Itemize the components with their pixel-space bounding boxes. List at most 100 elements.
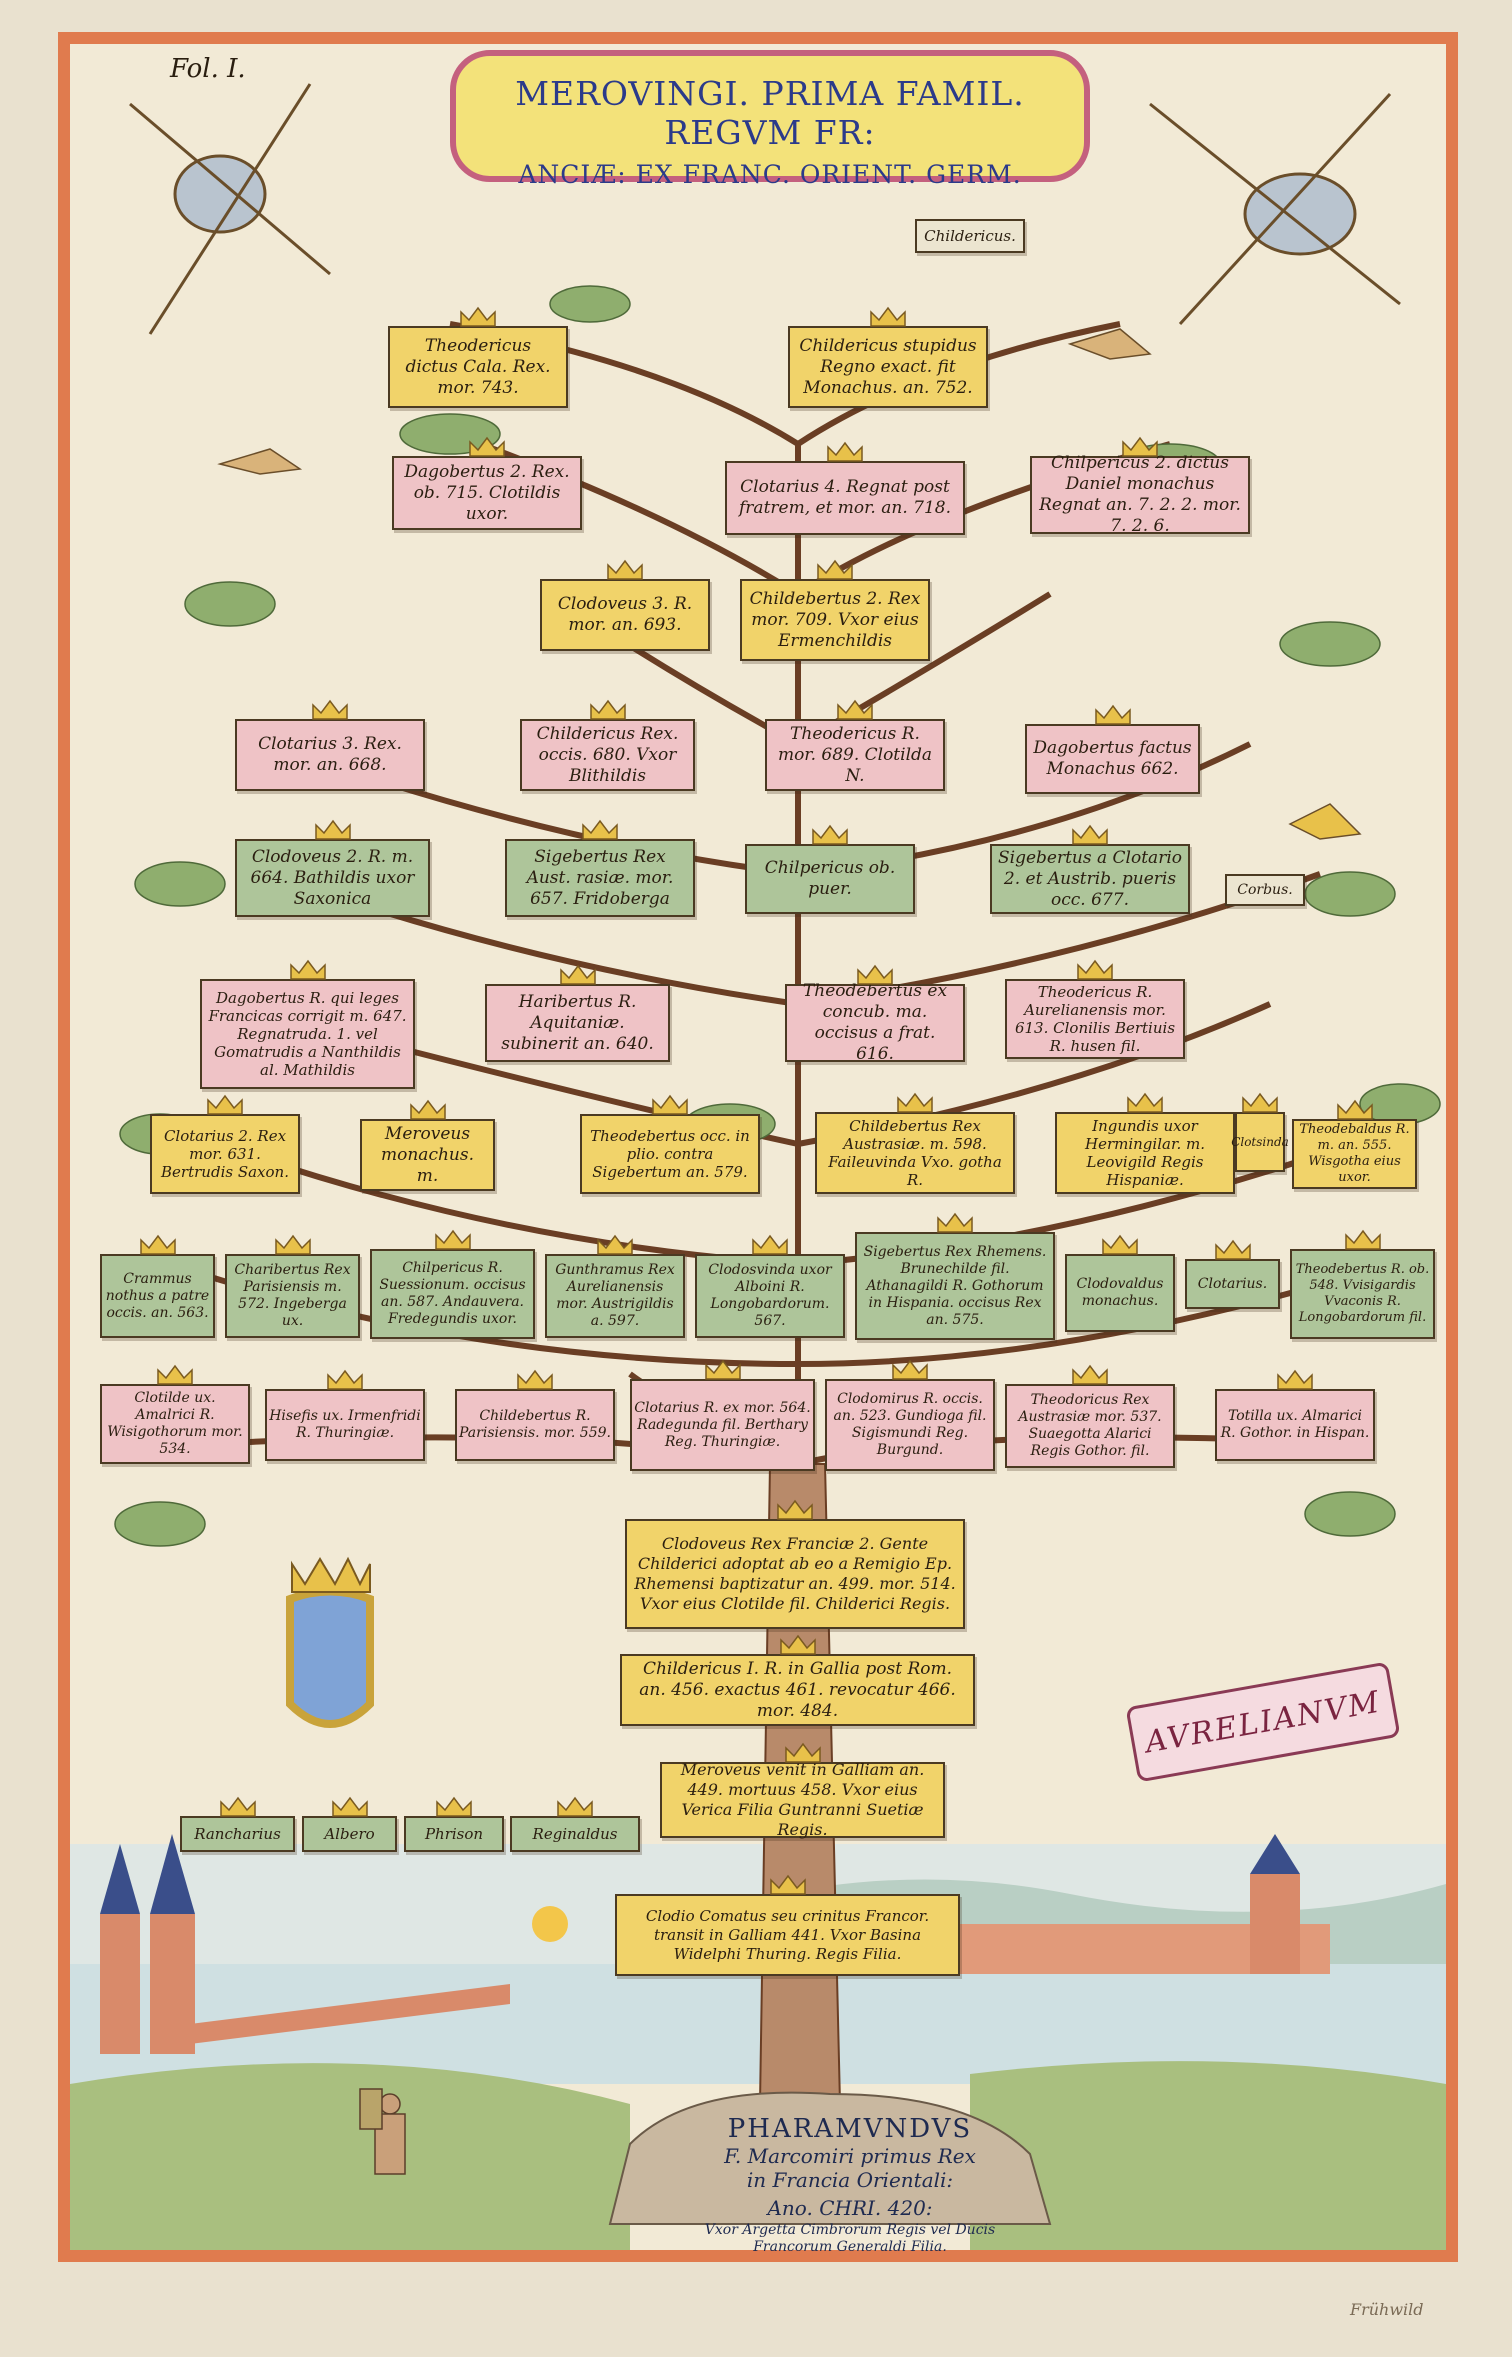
node-clotarius-564: Clotarius R. ex mor. 564. Radegunda fil.…: [630, 1379, 815, 1471]
crown-icon: [1127, 1092, 1163, 1113]
pharamundus-rock: [608, 2091, 1052, 2225]
node-clodomirus: Clodomirus R. occis. an. 523. Gundioga f…: [825, 1379, 995, 1471]
node-chilpericus-daniel: Chilpericus 2. dictus Daniel monachus Re…: [1030, 453, 1250, 536]
node-meroveus: Meroveus venit in Galliam an. 449. mortu…: [660, 1760, 945, 1839]
crown-icon: [870, 306, 906, 327]
crown-icon: [207, 1094, 243, 1115]
crown-icon: [582, 819, 618, 840]
crown-icon: [652, 1094, 688, 1115]
node-clodovaldus: Clodovaldus monachus.: [1065, 1254, 1175, 1332]
crown-icon: [937, 1212, 973, 1233]
folio-number: Fol. I.: [170, 54, 246, 84]
crown-icon: [517, 1369, 553, 1390]
crown-icon: [597, 1234, 633, 1255]
node-clodoveus-2: Clodoveus 2. R. m. 664. Bathildis uxor S…: [235, 839, 430, 917]
node-albero: Albero: [302, 1816, 397, 1852]
crown-icon: [1102, 1234, 1138, 1255]
crown-icon: [331, 1796, 368, 1817]
crown-icon: [784, 1742, 821, 1763]
crown-icon: [436, 1796, 472, 1817]
birds: [217, 328, 1362, 840]
node-childericus-stupidus: Childericus stupidus Regno exact. fit Mo…: [788, 326, 988, 408]
crown-icon: [557, 1796, 593, 1817]
crown-icon: [704, 1359, 741, 1380]
crown-icon: [434, 1229, 471, 1250]
tower-left: [100, 1914, 140, 2054]
sun: [532, 1906, 568, 1942]
node-theodebaldus: Theodebaldus R. m. an. 555. Wisgotha eiu…: [1292, 1119, 1417, 1189]
crown-icon: [157, 1364, 193, 1385]
crown-icon: [327, 1369, 363, 1390]
node-haribertus: Haribertus R. Aquitaniæ. subinerit an. 6…: [485, 984, 670, 1062]
crown-icon: [827, 441, 863, 462]
crown-icon: [1214, 1239, 1251, 1260]
crown-icon: [1077, 959, 1113, 980]
node-chilpericus-puer: Chilpericus ob. puer.: [745, 844, 915, 914]
node-clotarius: Clotarius.: [1185, 1259, 1280, 1309]
node-dagobertus-monachus: Dagobertus factus Monachus 662.: [1025, 724, 1200, 794]
crown-icon: [777, 1499, 813, 1520]
node-clotarius-2: Clotarius 2. Rex mor. 631. Bertrudis Sax…: [150, 1114, 300, 1194]
crown-icon: [897, 1092, 933, 1113]
pharamundus-uxor: Vxor Argetta Cimbrorum Regis vel Ducis F…: [704, 2222, 996, 2255]
node-childebertus-austrasiae: Childebertus Rex Austrasiæ. m. 598. Fail…: [815, 1112, 1015, 1194]
crown-icon: [460, 306, 496, 327]
node-theodoricus-537: Theodoricus Rex Austrasiæ mor. 537. Suae…: [1005, 1384, 1175, 1468]
crown-icon: [559, 964, 596, 985]
left-bank: [70, 2063, 630, 2250]
node-meroveus-monachus: Meroveus monachus. m.: [360, 1119, 495, 1191]
crown-icon: [1277, 1369, 1313, 1390]
node-gunthramus: Gunthramus Rex Aurelianensis mor. Austri…: [545, 1254, 685, 1338]
node-clodosvinda: Clodosvinda uxor Alboini R. Longobardoru…: [695, 1254, 845, 1338]
node-hisefis: Hisefis ux. Irmenfridi R. Thuringiæ.: [265, 1389, 425, 1461]
node-reginaldus: Reginaldus: [510, 1816, 640, 1852]
pharamundus-line-3: in Francia Orientali:: [746, 2168, 954, 2192]
crown-icon: [589, 699, 626, 720]
crown-icon: [289, 959, 326, 980]
tower-left-spire: [100, 1844, 140, 1914]
crown-icon: [139, 1234, 176, 1255]
tower-right: [150, 1914, 195, 2054]
node-dagobertus-2: Dagobertus 2. Rex. ob. 715. Clotildis ux…: [392, 456, 582, 530]
title-line-2: ANCIÆ: EX FRANC. ORIENT. GERM.: [518, 160, 1022, 189]
node-theodericus-cala: Theodericus dictus Cala. Rex. mor. 743.: [388, 326, 568, 408]
bridge: [190, 1984, 510, 2044]
node-rancharius: Rancharius: [180, 1816, 295, 1852]
node-clotsinda: Clotsinda: [1231, 1112, 1289, 1172]
node-childebertus-2: Childebertus 2. Rex mor. 709. Vxor eius …: [740, 579, 930, 661]
node-theodericus-aurelian: Theodericus R. Aurelianensis mor. 613. C…: [1005, 979, 1185, 1059]
node-charibertus: Charibertus Rex Parisiensis m. 572. Inge…: [225, 1254, 360, 1338]
crown-icon: [469, 436, 505, 457]
node-sigebertus-occ: Sigebertus a Clotario 2. et Austrib. pue…: [990, 844, 1190, 914]
town-tower-roof: [1250, 1834, 1300, 1874]
crown-icon: [1072, 1364, 1108, 1385]
crown-icon: [817, 559, 853, 580]
node-clotarius-3: Clotarius 3. Rex. mor. an. 668.: [235, 719, 425, 791]
node-clodio-comatus: Clodio Comatus seu crinitus Francor. tra…: [615, 1894, 960, 1976]
crown-icon: [219, 1796, 256, 1817]
node-phrison: Phrison: [404, 1816, 504, 1852]
crown-icon: [607, 559, 643, 580]
crown-icon: [312, 699, 348, 720]
node-childebertus-parisiensis: Childebertus R. Parisiensis. mor. 559.: [455, 1389, 615, 1461]
node-theodericus-r: Theodericus R. mor. 689. Clotilda N.: [765, 719, 945, 791]
node-ingundis: Ingundis uxor Hermingilar. m. Leovigild …: [1055, 1112, 1235, 1194]
crown-icon: [769, 1874, 806, 1895]
traveller-figure: [359, 2088, 406, 2175]
node-sigebertus-austrasiae: Sigebertus Rex Aust. rasiæ. mor. 657. Fr…: [505, 839, 695, 917]
title-line-1: MEROVINGI. PRIMA FAMIL. REGVM FR:: [515, 74, 1025, 152]
map-frame: Fol. I. MEROVINGI. PRIMA FAMIL. REGVM FR…: [58, 32, 1458, 2262]
node-theodebertus-548: Theodebertus R. ob. 548. Vvisigardis Vva…: [1290, 1249, 1435, 1339]
arms-trophy-right: [1149, 92, 1401, 326]
crown-icon: [837, 699, 873, 720]
crown-icon: [314, 819, 351, 840]
crown-icon: [1336, 1099, 1373, 1120]
node-clodoveus-rex-franciae: Clodoveus Rex Franciæ 2. Gente Childeric…: [625, 1519, 965, 1629]
crown-icon: [812, 824, 848, 845]
node-clodoveus-3: Clodoveus 3. R. mor. an. 693.: [540, 579, 710, 651]
pharamundus-inscription: PHARAMVNDVS F. Marcomiri primus Rex in F…: [680, 2114, 1020, 2256]
coat-of-arms: [286, 1556, 374, 1728]
node-chilpericus-suessionum: Chilpericus R. Suessionum. occisus an. 5…: [370, 1249, 535, 1339]
crown-icon: [1344, 1229, 1381, 1250]
